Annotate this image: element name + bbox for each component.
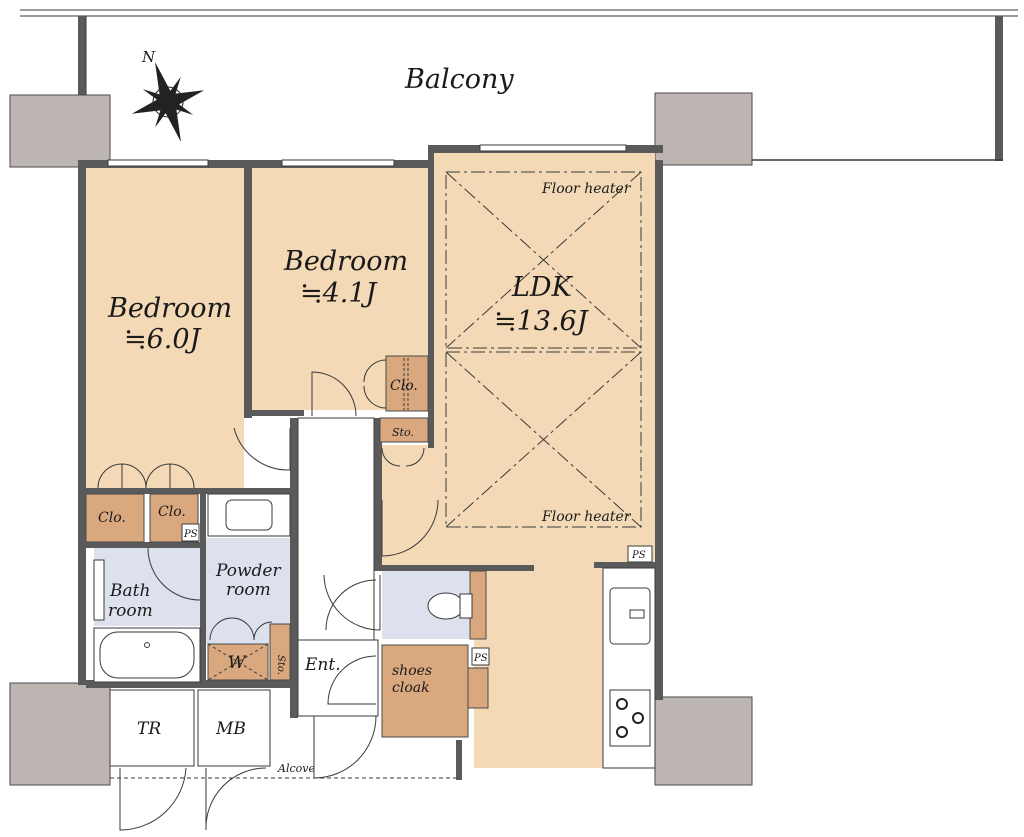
shoes-cloak — [381, 644, 469, 738]
hallway — [297, 417, 375, 641]
ldk — [380, 153, 655, 768]
compass-north-label: N — [141, 48, 156, 66]
ps-right-label: PS — [631, 550, 646, 561]
bathtub-icon — [99, 631, 195, 679]
compass-icon — [131, 62, 205, 142]
toilet-door[interactable] — [323, 574, 381, 631]
ldk-label: LDK — [511, 272, 574, 303]
bedroom-west-size: ≒6.0J — [124, 324, 203, 355]
stove-icon — [609, 689, 651, 747]
closet-left-1 — [85, 493, 145, 543]
washer-label: W — [228, 653, 247, 673]
entrance-door[interactable] — [327, 655, 377, 705]
ps-middle-label: PS — [473, 653, 488, 664]
bedroom-west-label: Bedroom — [107, 293, 232, 324]
bedroom-center-size: ≒4.1J — [300, 278, 379, 309]
closet-center-door[interactable] — [363, 359, 387, 409]
pillar-ne — [654, 92, 753, 166]
hall-door[interactable] — [325, 579, 377, 631]
powder-label-1: Powder — [215, 561, 281, 581]
window-bedroom-center — [281, 159, 395, 167]
powder-label-2: room — [226, 580, 271, 600]
bedroom-west-closet-doors[interactable] — [97, 463, 195, 489]
entrance — [297, 639, 379, 717]
shoes-cloak-shelf — [467, 667, 489, 709]
trunk-room-label: TR — [137, 719, 161, 739]
bedroom-west-door[interactable] — [233, 427, 291, 471]
toilet-icon — [427, 592, 465, 620]
closet-left-2-label: Clo. — [158, 504, 186, 520]
storage-center — [379, 417, 429, 443]
interior-walls — [80, 153, 656, 718]
shoes-label-2: cloak — [392, 680, 430, 696]
meter-box-label: MB — [215, 719, 246, 739]
entrance-label: Ent. — [304, 655, 341, 675]
bathroom — [94, 548, 200, 626]
ps-left — [181, 523, 200, 542]
pillar-nw — [9, 94, 111, 168]
floor-heater-bottom — [445, 351, 642, 528]
closet-center-label: Clo. — [390, 378, 418, 394]
front-door[interactable] — [313, 715, 377, 779]
faucet-icon — [629, 609, 645, 619]
alcove-wall — [456, 740, 462, 780]
floor-heater-bottom-label: Floor heater — [541, 509, 632, 525]
meter-box-door[interactable] — [205, 767, 267, 831]
storage-center-door[interactable] — [381, 447, 425, 467]
closet-left-1-label: Clo. — [98, 510, 126, 526]
closet-center — [385, 355, 429, 412]
window-ldk — [479, 144, 627, 152]
trunk-room — [109, 689, 195, 767]
meter-box — [197, 689, 271, 767]
bathtub-drain-icon — [144, 642, 150, 648]
floor-heater-top-label: Floor heater — [541, 181, 632, 197]
shoes-label-1: shoes — [392, 663, 432, 679]
bedroom-west — [86, 168, 244, 488]
bedroom-center-label: Bedroom — [283, 246, 408, 277]
trunk-room-door[interactable] — [119, 767, 187, 831]
alcove-label: Alcove — [277, 762, 315, 775]
ps-left-label: PS — [183, 529, 198, 540]
pillar-sw — [9, 682, 111, 786]
storage-center-label: Sto. — [392, 426, 414, 439]
ps-right — [627, 545, 653, 563]
toilet-seat-icon — [459, 593, 473, 619]
bedroom-center-door[interactable] — [311, 371, 357, 417]
ps-middle — [471, 647, 490, 666]
powder-room-doors[interactable] — [209, 617, 273, 641]
balcony — [78, 16, 1003, 161]
ldk-size: ≒13.6J — [494, 306, 590, 337]
washbasin-icon — [225, 499, 273, 531]
pillar-se — [654, 696, 753, 786]
washer-space — [207, 643, 269, 681]
floor-heater-top — [445, 171, 642, 349]
bathroom-door-frame — [93, 559, 105, 621]
storage-powder — [269, 623, 291, 681]
bath-label-2: room — [108, 601, 153, 621]
bathroom-door[interactable] — [147, 547, 201, 601]
ldk-door[interactable] — [381, 499, 439, 557]
storage-powder-label: Sto. — [275, 655, 286, 675]
balcony-label: Balcony — [404, 64, 514, 95]
window-bedroom-west — [107, 159, 209, 167]
bath-label-1: Bath — [109, 581, 150, 601]
